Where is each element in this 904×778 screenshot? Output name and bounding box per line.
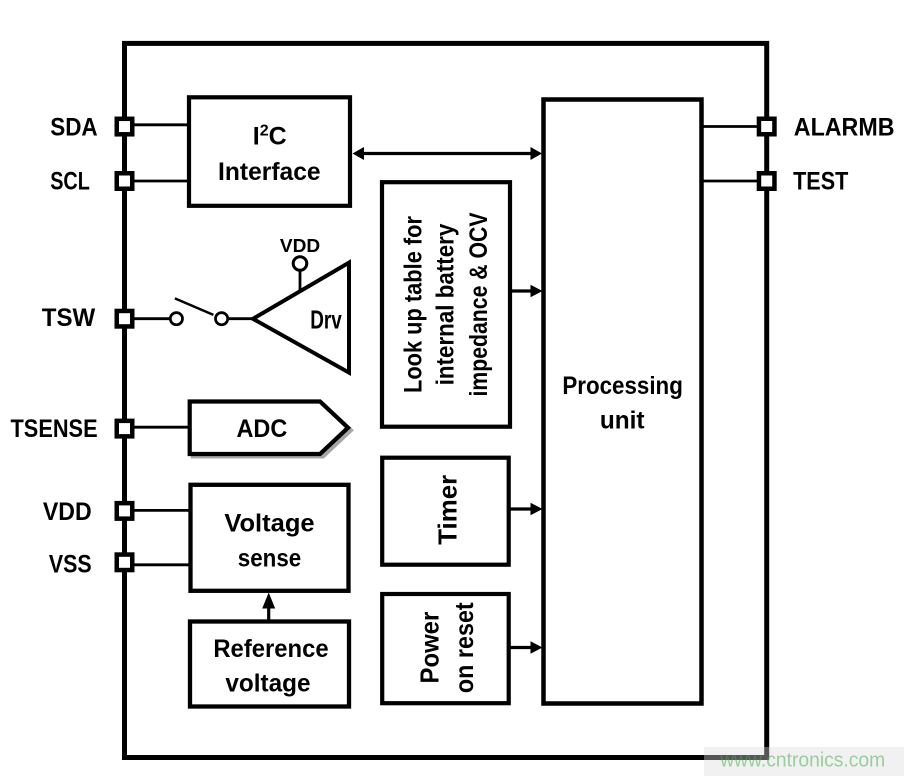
svg-text:unit: unit [600, 406, 645, 434]
svg-text:TSENSE: TSENSE [11, 415, 98, 443]
svg-text:Drv: Drv [310, 305, 342, 335]
svg-text:www.cntronics.com: www.cntronics.com [719, 750, 885, 772]
svg-text:Interface: Interface [218, 158, 321, 186]
svg-text:ADC: ADC [236, 415, 287, 443]
svg-text:VSS: VSS [49, 551, 92, 579]
svg-text:Look up table for: Look up table for [400, 216, 428, 393]
svg-text:ALARMB: ALARMB [794, 114, 895, 142]
svg-text:Timer: Timer [433, 475, 463, 545]
svg-text:Power: Power [414, 612, 444, 684]
svg-text:Voltage: Voltage [224, 510, 314, 538]
svg-text:VDD: VDD [43, 498, 92, 526]
svg-text:TEST: TEST [793, 168, 848, 196]
svg-text:I2C: I2C [253, 123, 287, 151]
svg-text:impedance & OCV: impedance & OCV [465, 212, 493, 396]
svg-text:voltage: voltage [225, 670, 310, 698]
svg-text:Reference: Reference [213, 635, 328, 663]
svg-text:TSW: TSW [42, 304, 96, 332]
svg-text:internal battery: internal battery [432, 224, 460, 386]
svg-text:VDD: VDD [280, 236, 320, 256]
svg-text:sense: sense [238, 545, 302, 573]
svg-text:on reset: on reset [449, 602, 479, 693]
svg-text:SCL: SCL [50, 167, 90, 195]
svg-text:Processing: Processing [562, 372, 683, 400]
svg-text:SDA: SDA [50, 114, 98, 142]
